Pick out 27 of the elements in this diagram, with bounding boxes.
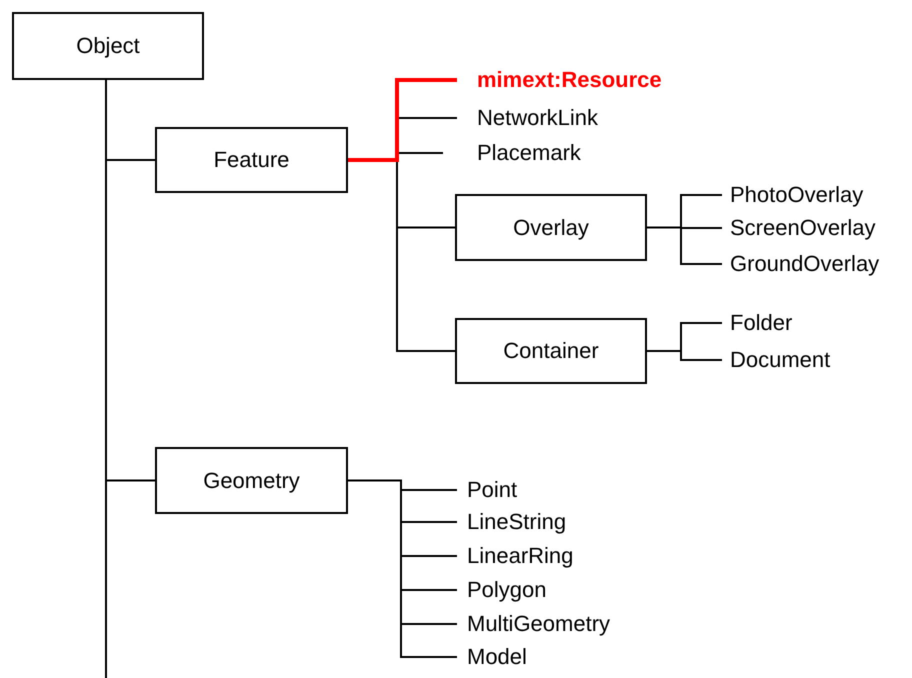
class-box — [12, 12, 204, 80]
class-label: mimext:Resource — [457, 68, 662, 92]
class-label: Point — [457, 478, 518, 502]
class-label: PhotoOverlay — [722, 182, 864, 208]
class-label: Document — [722, 348, 830, 372]
class-label: ScreenOverlay — [722, 216, 876, 240]
class-box — [155, 127, 348, 193]
class-box — [455, 318, 647, 384]
class-box — [155, 447, 348, 514]
class-name: Object — [76, 33, 140, 59]
connector-line — [348, 78, 457, 162]
connector-line — [647, 350, 722, 361]
connector-line — [348, 480, 457, 658]
class-label: LineString — [457, 510, 566, 534]
class-name: Geometry — [203, 468, 300, 494]
class-name: Overlay — [513, 214, 589, 240]
class-label: NetworkLink — [457, 106, 598, 130]
class-label: Model — [457, 644, 527, 670]
class-label: Placemark — [443, 140, 581, 166]
class-label: Folder — [722, 310, 792, 336]
class-label: GroundOverlay — [722, 252, 880, 276]
class-label: Polygon — [457, 578, 547, 602]
class-label: MultiGeometry — [457, 612, 610, 636]
class-name: Feature — [214, 147, 290, 173]
class-label: LinearRing — [457, 544, 574, 568]
class-name: Container — [503, 338, 599, 364]
class-box — [455, 194, 647, 261]
